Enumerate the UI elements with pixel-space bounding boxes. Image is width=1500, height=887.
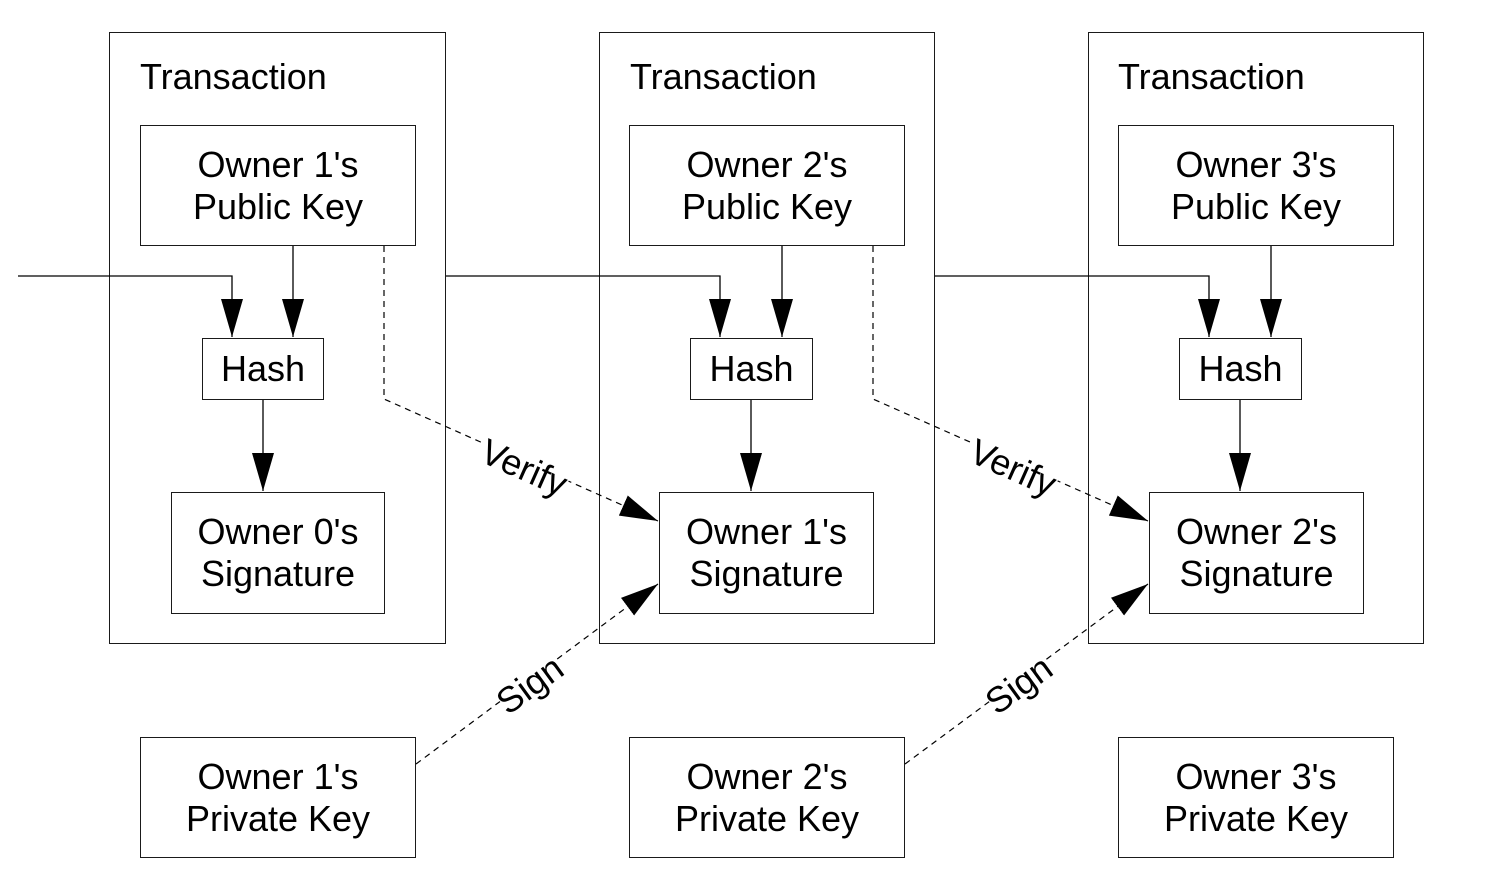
private-key-owner-line: Owner 3's [1175, 755, 1337, 797]
public-key-owner-line: Owner 1's [197, 143, 359, 185]
private-key-owner-line: Owner 2's [686, 755, 848, 797]
private-key-box-owner-3: Owner 3's Private Key [1118, 737, 1394, 858]
public-key-box-owner-1: Owner 1's Public Key [140, 125, 416, 246]
public-key-label-line: Public Key [681, 185, 853, 227]
public-key-label-line: Public Key [1170, 185, 1342, 227]
signature-label-line: Signature [1179, 553, 1334, 594]
transaction-title: Transaction [630, 56, 817, 97]
sign-label-1: Sign [489, 647, 571, 723]
private-key-owner-line: Owner 1's [197, 755, 359, 797]
private-key-box-owner-1: Owner 1's Private Key [140, 737, 416, 858]
public-key-owner-line: Owner 3's [1175, 143, 1337, 185]
signature-label-line: Signature [200, 553, 356, 594]
hash-label: Hash [709, 348, 794, 389]
signature-owner-line: Owner 2's [1176, 511, 1337, 552]
transaction-title: Transaction [140, 56, 327, 97]
public-key-owner-line: Owner 2's [686, 143, 848, 185]
hash-label: Hash [1198, 348, 1283, 389]
signature-box-owner-0: Owner 0's Signature [171, 492, 385, 614]
signature-label-line: Signature [689, 553, 844, 594]
signature-owner-line: Owner 0's [197, 511, 359, 552]
public-key-label-line: Public Key [192, 185, 364, 227]
verify-label-1: Verify [475, 431, 574, 505]
verify-label-2: Verify [964, 431, 1063, 505]
hash-box-3: Hash [1179, 338, 1302, 400]
hash-box-2: Hash [690, 338, 813, 400]
private-key-label-line: Private Key [674, 797, 860, 839]
public-key-box-owner-2: Owner 2's Public Key [629, 125, 905, 246]
private-key-box-owner-2: Owner 2's Private Key [629, 737, 905, 858]
hash-label: Hash [220, 348, 306, 389]
sign-label-2: Sign [978, 647, 1060, 723]
public-key-box-owner-3: Owner 3's Public Key [1118, 125, 1394, 246]
signature-box-owner-2: Owner 2's Signature [1149, 492, 1364, 614]
signature-box-owner-1: Owner 1's Signature [659, 492, 874, 614]
private-key-label-line: Private Key [1163, 797, 1349, 839]
hash-box-1: Hash [202, 338, 324, 400]
transaction-title: Transaction [1118, 56, 1305, 97]
signature-owner-line: Owner 1's [686, 511, 847, 552]
private-key-label-line: Private Key [185, 797, 371, 839]
